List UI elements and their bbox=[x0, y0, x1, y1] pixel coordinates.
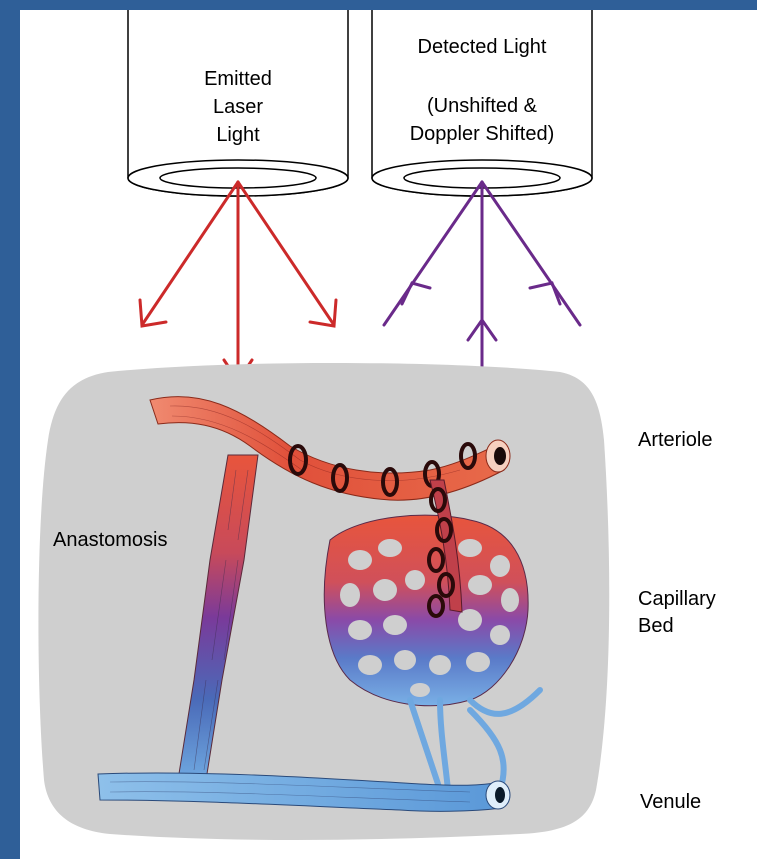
emitted-light-arrows bbox=[140, 182, 336, 381]
arteriole-label: Arteriole bbox=[638, 429, 712, 451]
venule-label: Venule bbox=[640, 791, 701, 813]
anastomosis-label: Anastomosis bbox=[53, 529, 168, 551]
detector-label-line3: Doppler Shifted) bbox=[410, 123, 555, 145]
emitter-label-line3: Light bbox=[216, 124, 260, 146]
detected-light-arrows bbox=[384, 182, 580, 383]
emitter-label-line1: Emitted bbox=[204, 68, 272, 90]
emitter-label-line2: Laser bbox=[213, 96, 263, 118]
capillary-label-line2: Bed bbox=[638, 615, 674, 637]
capillary-label-line1: Capillary bbox=[638, 588, 716, 610]
detector-label-line1: Detected Light bbox=[418, 36, 547, 58]
detector-label-line2: (Unshifted & bbox=[427, 95, 538, 117]
